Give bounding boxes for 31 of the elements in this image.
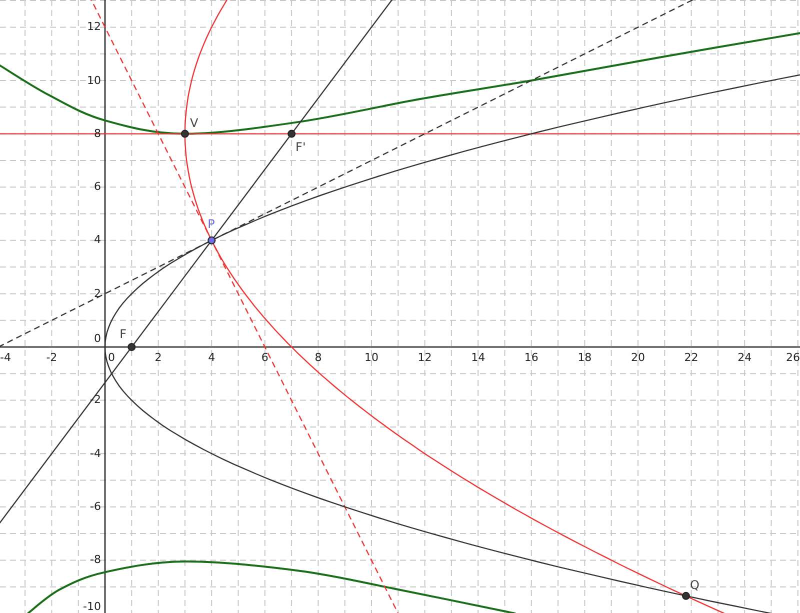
axis-tick-label: 24 <box>738 352 752 364</box>
axis-tick-label: 22 <box>684 352 698 364</box>
axis-tick-label: -2 <box>46 352 58 364</box>
axis-tick-label: 4 <box>94 234 101 246</box>
axis-tick-label: 2 <box>154 352 162 364</box>
axis-tick-label: 26 <box>786 352 800 364</box>
point-label: F' <box>296 140 306 153</box>
axis-tick-label: 16 <box>524 352 538 364</box>
axis-tick-label: 14 <box>471 352 486 364</box>
point-label: V <box>190 116 198 129</box>
axis-tick-label: -8 <box>90 554 101 566</box>
axis-tick-label: 6 <box>94 181 101 194</box>
axis-tick-label: 20 <box>631 352 645 364</box>
axis-tick-label: -4 <box>0 352 11 364</box>
axis-tick-label: -10 <box>83 601 101 613</box>
axis-tick-label: 0 <box>108 352 115 364</box>
axis-tick-label: -6 <box>90 500 101 513</box>
axis-tick-label: 6 <box>261 352 268 364</box>
axis-tick-label: 4 <box>208 352 216 364</box>
axis-tick-label: 10 <box>87 74 101 86</box>
axis-tick-label: 10 <box>364 352 378 364</box>
axis-tick-label: 12 <box>87 21 101 34</box>
axis-tick-label: 12 <box>418 352 432 364</box>
axis-tick-label: 0 <box>94 333 101 345</box>
point-label: F <box>120 328 127 340</box>
axis-tick-label: 2 <box>94 288 101 300</box>
axis-tick-label: -4 <box>90 448 101 460</box>
point-label: Q <box>690 578 700 591</box>
axis-tick-label: 8 <box>314 352 322 364</box>
point-label: P <box>208 218 215 230</box>
axis-tick-label: 18 <box>578 352 592 364</box>
